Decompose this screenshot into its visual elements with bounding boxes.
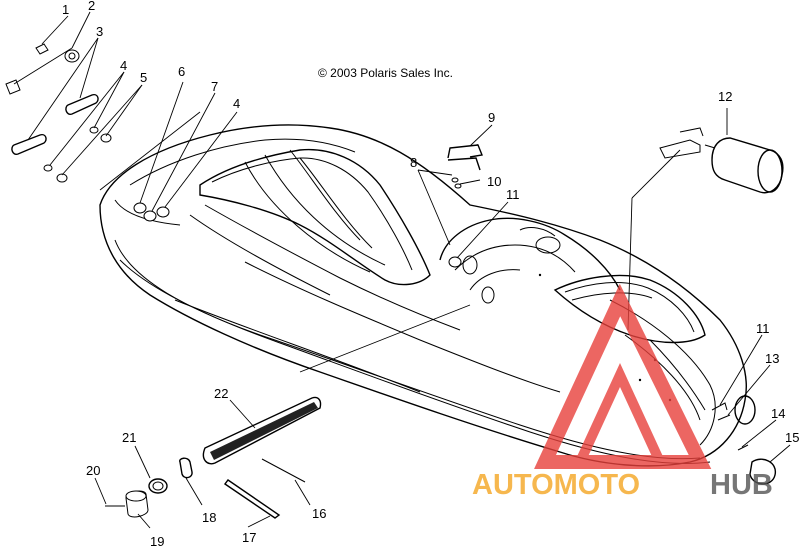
callout-14: 14 (771, 406, 785, 421)
callout-12: 12 (718, 89, 732, 104)
callout-6: 6 (178, 64, 185, 79)
loose-parts (5, 43, 784, 519)
watermark-logo-icon (534, 283, 712, 469)
callout-3: 3 (96, 24, 103, 39)
callout-21: 21 (122, 430, 136, 445)
callout-17: 17 (242, 530, 256, 545)
hull-body (99, 124, 747, 467)
callout-22: 22 (214, 386, 228, 401)
callout-20: 20 (86, 463, 100, 478)
callout-labels: 1 2 3 4 5 6 7 4 8 9 10 11 12 11 13 14 15… (62, 0, 799, 548)
callout-19: 19 (150, 534, 164, 548)
callout-4: 4 (120, 58, 127, 73)
callout-10: 10 (487, 174, 501, 189)
watermark-text-automoto: AUTOMOTO (472, 469, 640, 501)
copyright-text: © 2003 Polaris Sales Inc. (318, 66, 453, 80)
callout-11: 11 (506, 187, 520, 202)
callout-11b: 11 (756, 321, 770, 336)
callout-18: 18 (202, 510, 216, 525)
callout-5: 5 (140, 70, 147, 85)
automotohub-watermark: AUTOMOTO HUB (472, 283, 773, 501)
callout-13: 13 (765, 351, 779, 366)
grooved-tube (202, 396, 322, 465)
callout-16: 16 (312, 506, 326, 521)
callout-1: 1 (62, 2, 69, 17)
callout-8: 8 (410, 155, 417, 170)
callout-7: 7 (211, 79, 218, 94)
callout-4b: 4 (233, 96, 240, 111)
callout-15: 15 (785, 430, 799, 445)
callout-2: 2 (88, 0, 95, 13)
watermark-text-hub: HUB (710, 469, 773, 501)
callout-9: 9 (488, 110, 495, 125)
